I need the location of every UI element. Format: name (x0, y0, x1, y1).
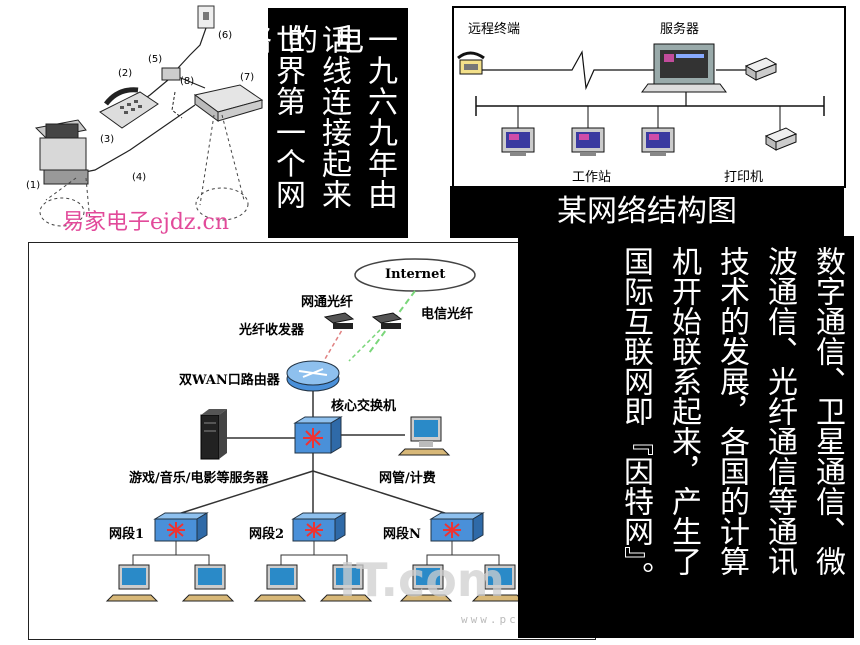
server-icon (641, 43, 727, 93)
phone-line-diagram: (6) (5) (2) (8) (7) (3) (4) (1) 易家电子ejdz… (0, 0, 266, 240)
segment1-pc-b-icon (181, 564, 235, 602)
printer-top-icon (744, 57, 778, 81)
splitter-icon (161, 67, 181, 81)
label-1: (1) (26, 180, 41, 191)
segment1-label: 网段1 (109, 527, 145, 542)
segment1-switch-icon (153, 512, 209, 542)
segment2-pc-b-icon (319, 564, 373, 602)
internet-label: Internet (385, 267, 446, 282)
segmentN-pc-a-icon (399, 564, 453, 602)
watermark-url: www.pc (461, 613, 519, 626)
media-servers-label: 游戏/音乐/电影等服务器 (129, 471, 269, 486)
phone-line-diagram-svg (34, 5, 264, 227)
transceiver-label: 光纤收发器 (239, 323, 305, 338)
label-4: (4) (132, 172, 147, 183)
internet-history-text-col1: 数字通信、卫星通信、微 (810, 246, 845, 576)
segmentN-pc-b-icon (471, 564, 525, 602)
transceiver-2-icon (371, 312, 403, 329)
label-6: (6) (218, 30, 233, 41)
network-structure-caption: 某网络结构图 (450, 186, 844, 238)
label-3: (3) (100, 134, 115, 145)
segment2-label: 网段2 (249, 527, 285, 542)
first-network-text-col1: 一九六九年由电 (328, 24, 397, 210)
first-network-text-col2: 话线连接起来的 (282, 24, 351, 210)
cnc-fiber-label: 网通光纤 (301, 295, 354, 310)
internet-access-svg (105, 258, 525, 602)
server-label: 服务器 (660, 22, 700, 37)
workstation-3-icon (641, 106, 675, 156)
first-network-text-panel: 一九六九年由电 话线连接起来的 世界第一个网络 (236, 8, 408, 238)
label-7: (7) (240, 72, 255, 83)
computer-icon (39, 137, 87, 171)
network-structure-svg (457, 43, 825, 156)
printer-label: 打印机 (724, 170, 764, 185)
core-switch-label: 核心交换机 (331, 399, 397, 414)
network-structure-diagram: 远程终端 服务器 工作站 打印机 (452, 6, 846, 188)
watermark-itcom: IT.com (339, 553, 505, 607)
label-5: (5) (148, 54, 163, 65)
printer-bottom-icon (764, 106, 798, 151)
label-8: (8) (180, 76, 195, 87)
segmentN-switch-icon (429, 512, 485, 542)
transceiver-1-icon (323, 312, 355, 329)
telecom-fiber-label: 电信光纤 (421, 307, 474, 322)
internet-history-text-col2: 波通信、光纤通信等通讯 (762, 246, 797, 576)
remote-terminal-icon (457, 51, 485, 75)
segment1-pc-a-icon (105, 564, 159, 602)
media-server-icon (200, 409, 227, 460)
watermark-ejdz: 易家电子ejdz.cn (62, 210, 229, 235)
internet-history-text-col3: 技术的发展，各国的计算 (714, 246, 749, 576)
workstation-label: 工作站 (572, 170, 612, 185)
segment2-pc-a-icon (253, 564, 307, 602)
first-network-text-col3: 世界第一个网络 (236, 24, 305, 210)
label-2: (2) (118, 68, 133, 79)
segmentN-label: 网段N (383, 527, 421, 542)
internet-access-diagram: Internet 网通光纤 电信光纤 光纤收发器 双WAN口路由器 核心交换机 … (28, 242, 596, 640)
internet-history-text-col5: 国际互联网即『因特网』。 (618, 246, 653, 591)
segment2-switch-icon (291, 512, 347, 542)
telephone-icon (99, 91, 159, 129)
router-label: 双WAN口路由器 (179, 373, 280, 388)
remote-terminal-label: 远程终端 (468, 22, 521, 37)
internet-history-text-panel: 数字通信、卫星通信、微 波通信、光纤通信等通讯 技术的发展，各国的计算 机开始联… (518, 236, 854, 638)
management-label: 网管/计费 (379, 471, 436, 486)
internet-history-text-col4: 机开始联系起来，产生了 (666, 246, 701, 576)
router-icon (286, 360, 340, 392)
workstation-1-icon (501, 106, 535, 156)
core-switch-icon (293, 416, 343, 454)
management-pc-icon (397, 416, 451, 456)
workstation-2-icon (571, 106, 605, 156)
